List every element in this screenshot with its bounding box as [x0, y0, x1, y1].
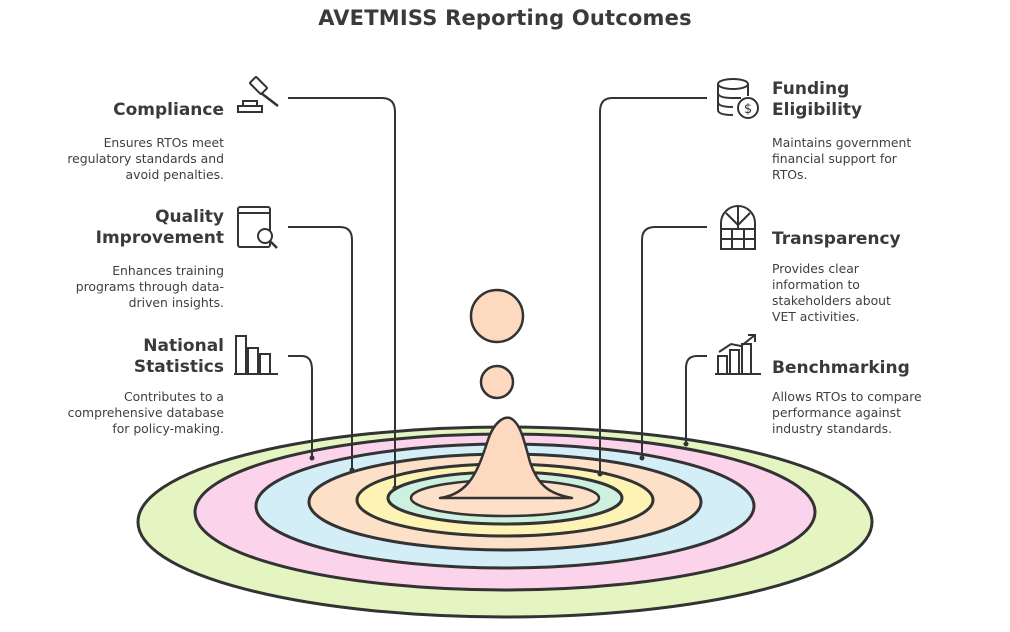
benchmarking-description: Allows RTOs to compare performance again… — [772, 389, 922, 436]
quality-improvement-description: Enhances training programs through data-… — [75, 263, 224, 310]
svg-text:$: $ — [744, 102, 752, 117]
compliance-description: Ensures RTOs meet regulatory standards a… — [67, 135, 224, 182]
droplet-large — [469, 288, 525, 344]
connector-transparency — [641, 226, 707, 458]
coins-dollar-icon: $ — [715, 76, 761, 122]
funding-eligibility-heading: Funding Eligibility — [772, 79, 863, 120]
quality-improvement-heading: Quality Improvement — [95, 207, 224, 248]
national-statistics-heading: National Statistics — [133, 336, 224, 377]
connector-compliance — [288, 97, 396, 488]
window-icon — [718, 205, 758, 251]
connector-quality-improvement — [288, 226, 353, 470]
page-title: AVETMISS Reporting Outcomes — [318, 6, 692, 30]
national-statistics-description: Contributes to a comprehensive database … — [67, 389, 224, 436]
bar-chart-icon — [234, 334, 280, 378]
growth-chart-icon — [715, 332, 763, 378]
droplet-small — [479, 364, 515, 400]
benchmarking-heading: Benchmarking — [772, 358, 910, 378]
compliance-heading: Compliance — [113, 100, 224, 120]
gavel-icon — [234, 76, 282, 120]
splash-peak — [438, 416, 574, 500]
transparency-description: Provides clear information to stakeholde… — [772, 261, 891, 324]
book-magnifier-icon — [236, 205, 280, 251]
connector-funding-eligibility — [599, 97, 707, 474]
connector-national-statistics — [288, 355, 313, 458]
funding-eligibility-description: Maintains government financial support f… — [772, 135, 912, 182]
connector-benchmarking — [685, 355, 707, 444]
transparency-heading: Transparency — [772, 229, 901, 249]
